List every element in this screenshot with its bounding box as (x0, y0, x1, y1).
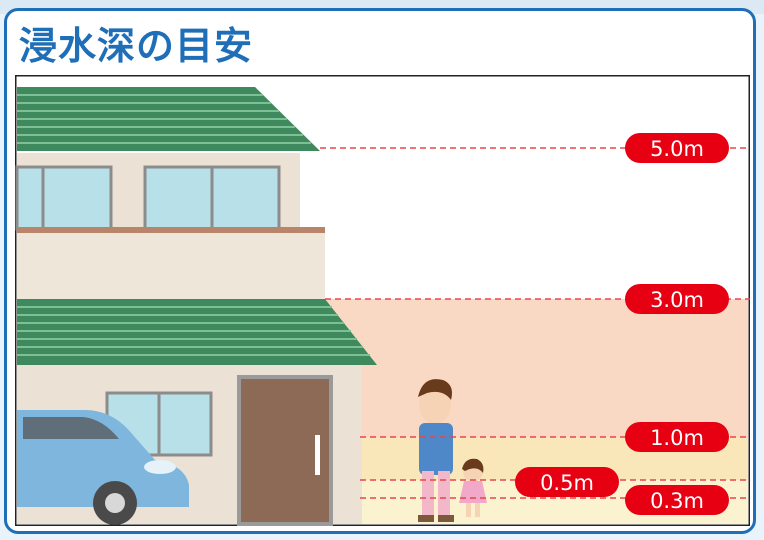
page-title: 浸水深の目安 (19, 24, 254, 68)
level-badge-05m: 0.5m (515, 467, 619, 497)
car (17, 410, 189, 525)
child-figure (459, 458, 487, 517)
level-badge-1m: 1.0m (625, 422, 729, 452)
level-badge-3m: 3.0m (625, 284, 729, 314)
flood-zone-3m (315, 299, 748, 437)
level-label-1m: 1.0m (650, 426, 704, 450)
man-figure (418, 379, 454, 522)
level-badge-5m: 5.0m (625, 133, 729, 163)
level-badge-03m: 0.3m (625, 485, 729, 515)
level-label-03m: 0.3m (650, 489, 704, 513)
house (15, 87, 377, 526)
level-label-05m: 0.5m (540, 471, 594, 495)
level-label-3m: 3.0m (650, 288, 704, 312)
illustration: 5.0m 3.0m 1.0m 0.5m 0.3m (15, 75, 750, 526)
level-label-5m: 5.0m (650, 137, 704, 161)
